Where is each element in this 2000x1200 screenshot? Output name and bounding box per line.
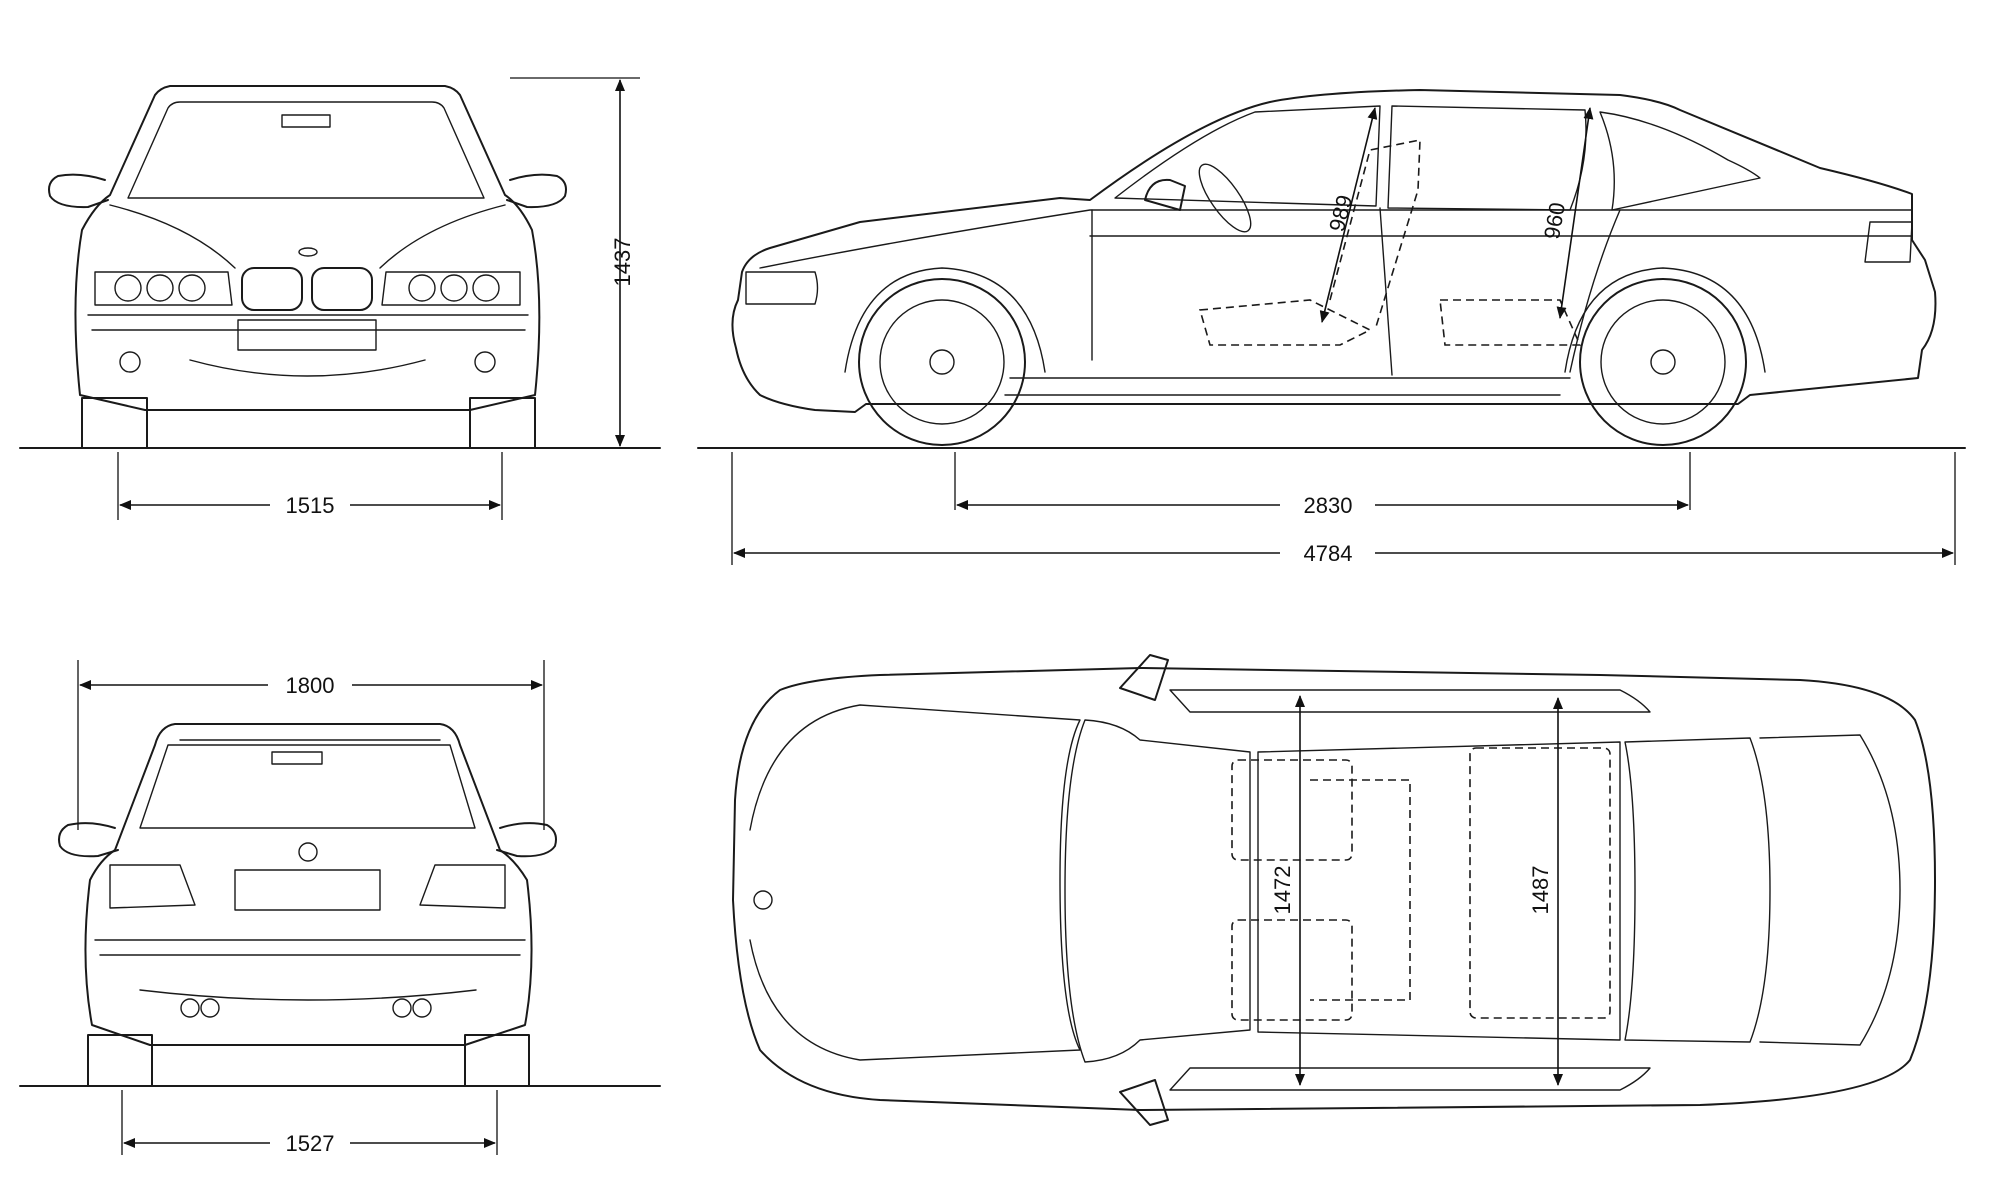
dimension-front-height: 1437 (510, 77, 640, 447)
rear-headroom-label: 960 (1539, 200, 1570, 241)
side-view (697, 89, 1966, 449)
top-view (732, 654, 1936, 1126)
front-headroom-label: 989 (1324, 192, 1357, 234)
dimension-rear-headroom: 960 (1539, 107, 1594, 319)
dimension-front-headroom: 989 (1319, 107, 1378, 323)
front-view (19, 85, 661, 449)
dimension-overall-width: 1800 (77, 660, 545, 830)
front-track-label: 1515 (286, 493, 335, 518)
overall-length-label: 4784 (1304, 541, 1353, 566)
dimension-overall-length: 4784 (731, 452, 1956, 566)
dimension-front-interior-width: 1472 (1270, 695, 1305, 1086)
rear-view (19, 723, 661, 1087)
wheelbase-label: 2830 (1304, 493, 1353, 518)
dimension-rear-interior-width: 1487 (1528, 697, 1563, 1086)
dimension-front-track: 1515 (117, 452, 503, 520)
front-interior-width-label: 1472 (1270, 866, 1295, 915)
dimension-wheelbase: 2830 (954, 452, 1691, 518)
front-height-label: 1437 (610, 238, 635, 287)
rear-interior-width-label: 1487 (1528, 866, 1553, 915)
rear-track-label: 1527 (286, 1131, 335, 1156)
dimension-rear-track: 1527 (121, 1090, 498, 1156)
overall-width-label: 1800 (286, 673, 335, 698)
